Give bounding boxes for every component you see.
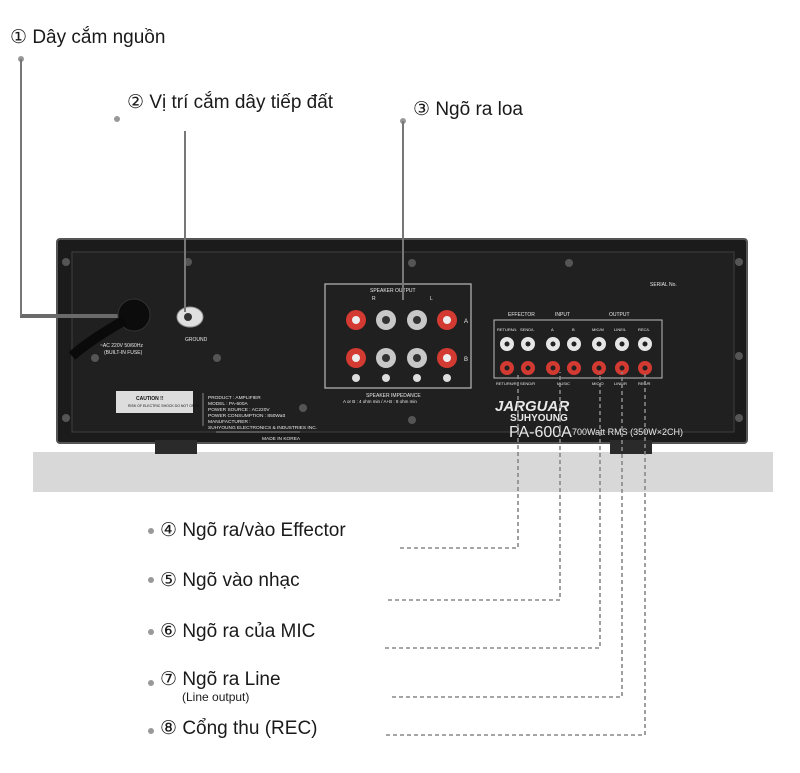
rating-label: 700Watt RMS (350W×2CH) — [572, 427, 683, 437]
speaker-b-label: B — [464, 357, 468, 363]
callout-power-cord: ① Dây cắm nguồn — [10, 26, 165, 49]
mic-o-label: MIC/O — [592, 381, 604, 386]
mic-m-label: MIC/M — [592, 327, 604, 332]
return-l-label: RETURN/L — [497, 327, 518, 332]
line-r-label: LINE/R — [614, 381, 627, 386]
speaker-impedance-text: A or B : 4 ohm min / A+B : 8 ohm min — [343, 399, 417, 404]
callout-text: Cổng thu (REC) — [182, 718, 318, 739]
foot-left — [155, 440, 197, 454]
callout-number: ① — [10, 27, 28, 48]
rec-l-label: REC/L — [638, 327, 651, 332]
foot-right — [610, 440, 652, 454]
callout-speaker-out: ③ Ngõ ra loa — [413, 98, 523, 121]
callout-rec: ⑧ Cổng thu (REC) — [160, 717, 318, 740]
callout-mic-out: ⑥ Ngõ ra của MIC — [160, 620, 315, 643]
model-big: PA-600A — [509, 424, 572, 441]
caution-sub: RISK OF ELECTRIC SHOCK DO NOT OPEN — [128, 404, 200, 408]
speaker-impedance-title: SPEAKER IMPEDANCE — [366, 393, 421, 399]
leader-rec — [386, 372, 646, 736]
effector-label: EFFECTOR — [508, 312, 535, 318]
callout-number: ⑤ — [160, 570, 178, 591]
output-label: OUTPUT — [609, 312, 630, 318]
callout-number: ④ — [160, 520, 178, 541]
callout-number: ⑥ — [160, 621, 178, 642]
callout-effector: ④ Ngõ ra/vào Effector — [160, 519, 346, 542]
return-r-label: RETURN/R — [496, 381, 517, 386]
callout-text: Ngõ ra/vào Effector — [182, 520, 346, 541]
manufacturer-label: MANUFACTURER : — [208, 419, 251, 425]
brand-logo: JARGUAR — [495, 398, 569, 415]
callout-text: Dây cắm nguồn — [32, 27, 166, 48]
made-in-label: MADE IN KOREA — [262, 436, 301, 442]
caution-box — [116, 391, 193, 413]
caution-title: CAUTION !! — [136, 396, 164, 402]
speaker-output-frame — [324, 283, 472, 389]
model-label: MODEL : PA-600A — [208, 401, 249, 407]
speaker-r-label: R — [372, 296, 376, 302]
leader-mic — [385, 372, 601, 649]
callout-number: ③ — [413, 99, 431, 120]
callout-number: ⑦ — [160, 669, 178, 690]
product-label: PRODUCT : AMPLIFIER — [208, 395, 261, 401]
ground-label: GROUND — [185, 337, 208, 343]
rca-frame — [493, 319, 663, 379]
speaker-jacks — [346, 310, 457, 382]
floor-shadow — [33, 452, 773, 492]
speaker-output-title: SPEAKER OUTPUT — [370, 288, 416, 294]
power-label-1: ~AC 220V 50/60Hz — [100, 343, 143, 349]
callout-text: Ngõ ra Line — [182, 669, 281, 690]
serial-label: SERIAL No. — [650, 282, 677, 288]
send-l-label: SEND/L — [520, 327, 535, 332]
line-l-label: LINE/L — [614, 327, 627, 332]
callout-line-out-sub: (Line output) — [182, 690, 250, 704]
power-source-label: POWER SOURCE : AC220V — [208, 407, 270, 413]
speaker-l-label: L — [430, 296, 433, 302]
power-consumption-label: POWER CONSUMPTION : 850Watt — [208, 413, 286, 419]
callout-line-out: ⑦ Ngõ ra Line — [160, 668, 281, 691]
send-r-label: SEND/R — [520, 381, 535, 386]
leader-music — [388, 372, 561, 601]
rca-jacks — [500, 337, 652, 375]
callout-number: ② — [127, 92, 145, 113]
manufacturer-name: SUHYOUNG ELECTRONICS & INDUSTRIES INC. — [208, 425, 317, 431]
input-b-label: B — [572, 327, 575, 332]
callout-text: Ngõ vào nhạc — [182, 570, 300, 591]
music-label: MUSIC — [557, 381, 570, 386]
input-a-label: A — [551, 327, 554, 332]
callout-text: Ngõ ra của MIC — [182, 621, 316, 642]
speaker-a-label: A — [464, 319, 468, 325]
callout-ground: ② Vị trí cắm dây tiếp đất — [127, 91, 333, 114]
callout-text: Vị trí cắm dây tiếp đất — [149, 92, 334, 113]
power-cord — [68, 315, 128, 360]
brand-logo-2: SUHYOUNG — [510, 413, 568, 424]
input-label: INPUT — [555, 312, 570, 318]
callout-music-in: ⑤ Ngõ vào nhạc — [160, 569, 300, 592]
power-label-2: (BUILT-IN FUSE) — [104, 350, 143, 356]
callout-text: Ngõ ra loa — [435, 99, 523, 120]
callout-number: ⑧ — [160, 718, 178, 739]
leader-ground-dot — [114, 116, 120, 122]
